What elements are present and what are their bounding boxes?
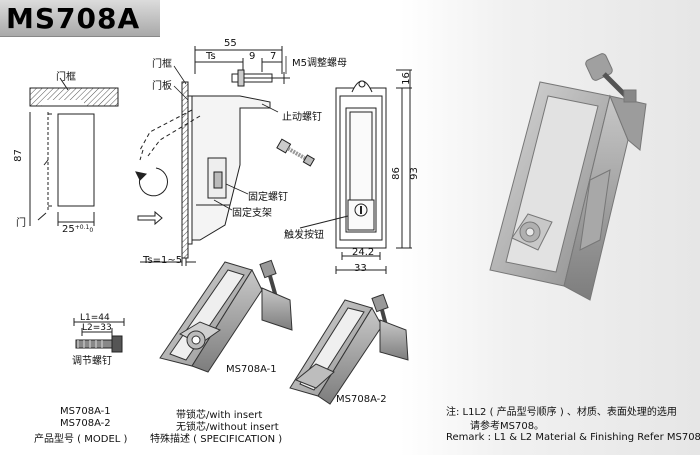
dim-25-tolerance-lower: 0	[89, 227, 94, 234]
side-section-view	[135, 46, 315, 266]
adjusting-screw-label: 调节螺钉	[72, 356, 112, 367]
model-header: 产品型号 ( MODEL )	[34, 434, 128, 445]
page-title: MS708A	[6, 2, 141, 35]
trigger-button-label: 触发按钮	[284, 230, 324, 241]
door-label-left: 门	[16, 218, 26, 229]
model-row-2: MS708A-2	[60, 418, 111, 429]
dim-55: 55	[224, 38, 237, 49]
product-photo	[489, 53, 647, 301]
fix-bracket-label: 固定支架	[232, 208, 272, 219]
model-row-1: MS708A-1	[60, 406, 111, 417]
cutout-view	[29, 77, 119, 226]
ts-range-label: Ts=1~5	[143, 255, 183, 266]
door-frame-label-left: 门框	[56, 72, 76, 83]
fix-screw-label: 固定螺钉	[248, 192, 288, 203]
note-cn-line1: 注: L1L2 ( 产品型号顺序 ) 、材质、表面处理的选用	[446, 407, 677, 418]
variant2-caption: MS708A-2	[336, 394, 387, 405]
adjusting-screw	[73, 318, 125, 353]
dim-16: 16	[400, 72, 412, 85]
dim-87: 87	[12, 149, 24, 162]
title-banner: MS708A	[0, 0, 160, 37]
variant1-rendering	[159, 259, 293, 373]
dim-7: 7	[270, 51, 277, 62]
m5-nut-label: M5调整螺母	[292, 58, 347, 69]
spec-row-2: 无锁芯/without insert	[176, 422, 279, 433]
leader-lines	[173, 56, 287, 211]
dim-24-2: 24.2	[352, 247, 375, 258]
dim-93: 93	[408, 167, 420, 180]
dim-ts: Ts	[206, 51, 216, 62]
l1-dimension: L1=44	[80, 313, 110, 323]
remark-en: Remark : L1 & L2 Material & Finishing Re…	[446, 432, 700, 443]
dim-9: 9	[249, 51, 256, 62]
l2-dimension: L2=33	[82, 323, 112, 333]
dim-33: 33	[354, 263, 367, 274]
note-cn-line2: 请参考MS708。	[470, 421, 545, 432]
dim-25-tolerance-upper: +0.1	[74, 224, 90, 231]
front-view	[299, 69, 412, 274]
dim-25-value: 25	[62, 224, 75, 235]
door-frame-label-top: 门框	[152, 59, 172, 70]
spec-header: 特殊描述 ( SPECIFICATION )	[150, 434, 283, 445]
door-panel-label: 门板	[152, 81, 172, 92]
spec-row-1: 带锁芯/with insert	[176, 410, 263, 421]
stop-screw-label: 止动螺钉	[282, 112, 322, 123]
dim-86: 86	[390, 167, 402, 180]
variant2-rendering	[289, 293, 409, 405]
dim-25: 25+0.10	[62, 224, 93, 235]
variant1-caption: MS708A-1	[226, 364, 277, 375]
